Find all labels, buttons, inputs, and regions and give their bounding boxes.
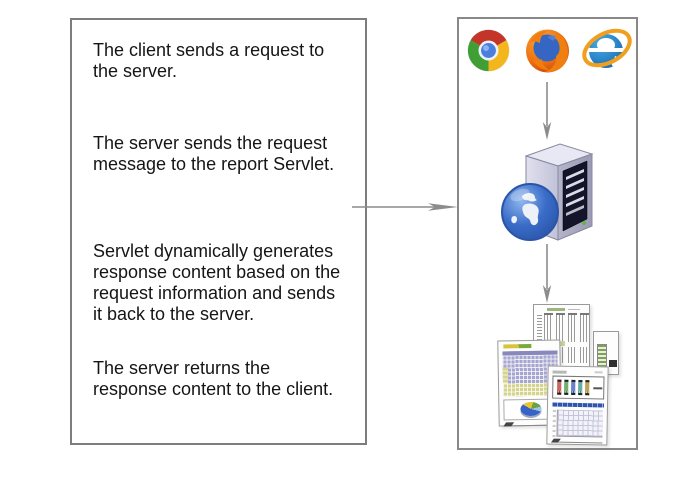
step-server-forwards: The server sends the request message to … bbox=[93, 133, 335, 174]
internet-explorer-icon bbox=[582, 28, 632, 68]
report-title-bar bbox=[547, 308, 565, 311]
pie-chart-icon bbox=[520, 401, 542, 417]
bar-icon bbox=[557, 379, 562, 395]
bar-icon bbox=[585, 380, 590, 396]
report-rule bbox=[568, 309, 580, 310]
bar-icon bbox=[571, 379, 576, 395]
step-client-request: The client sends a request to the server… bbox=[93, 40, 325, 81]
report-dark-cell bbox=[609, 360, 617, 367]
report-table-column bbox=[580, 347, 589, 363]
bar-icon bbox=[564, 379, 569, 395]
steps-panel: The client sends a request to the server… bbox=[70, 18, 367, 445]
report-table-column bbox=[568, 347, 577, 363]
report-subtitle-bar bbox=[594, 371, 603, 374]
left-to-right-arrow-icon bbox=[352, 203, 458, 211]
report-title-bar bbox=[503, 343, 532, 349]
report-row-labels bbox=[537, 314, 542, 340]
bar-icon bbox=[578, 380, 583, 396]
browsers-to-server-arrow-icon bbox=[542, 82, 552, 140]
firefox-icon bbox=[526, 29, 569, 73]
report-table-column bbox=[580, 313, 589, 342]
web-server-icon bbox=[501, 143, 594, 241]
report-table-column bbox=[568, 313, 577, 342]
legend-pointer bbox=[593, 387, 603, 390]
step-servlet-generates: Servlet dynamically generates response c… bbox=[93, 241, 341, 324]
report-table-left-column bbox=[502, 367, 509, 384]
bar-chart-frame bbox=[552, 375, 605, 400]
step-server-returns: The server returns the response content … bbox=[93, 358, 334, 399]
signature-line bbox=[558, 441, 603, 444]
report-table-column bbox=[544, 313, 553, 342]
server-to-reports-arrow-icon bbox=[542, 244, 552, 303]
table-header-strip bbox=[551, 402, 605, 408]
axis-ticks bbox=[552, 409, 556, 437]
bar-chart-report-page bbox=[546, 365, 609, 446]
report-striped-column bbox=[597, 344, 607, 368]
report-title-bar bbox=[552, 370, 567, 374]
report-table-column bbox=[556, 313, 565, 342]
chrome-icon bbox=[467, 29, 510, 72]
flow-panel bbox=[457, 17, 638, 450]
chart-grid bbox=[556, 409, 603, 438]
